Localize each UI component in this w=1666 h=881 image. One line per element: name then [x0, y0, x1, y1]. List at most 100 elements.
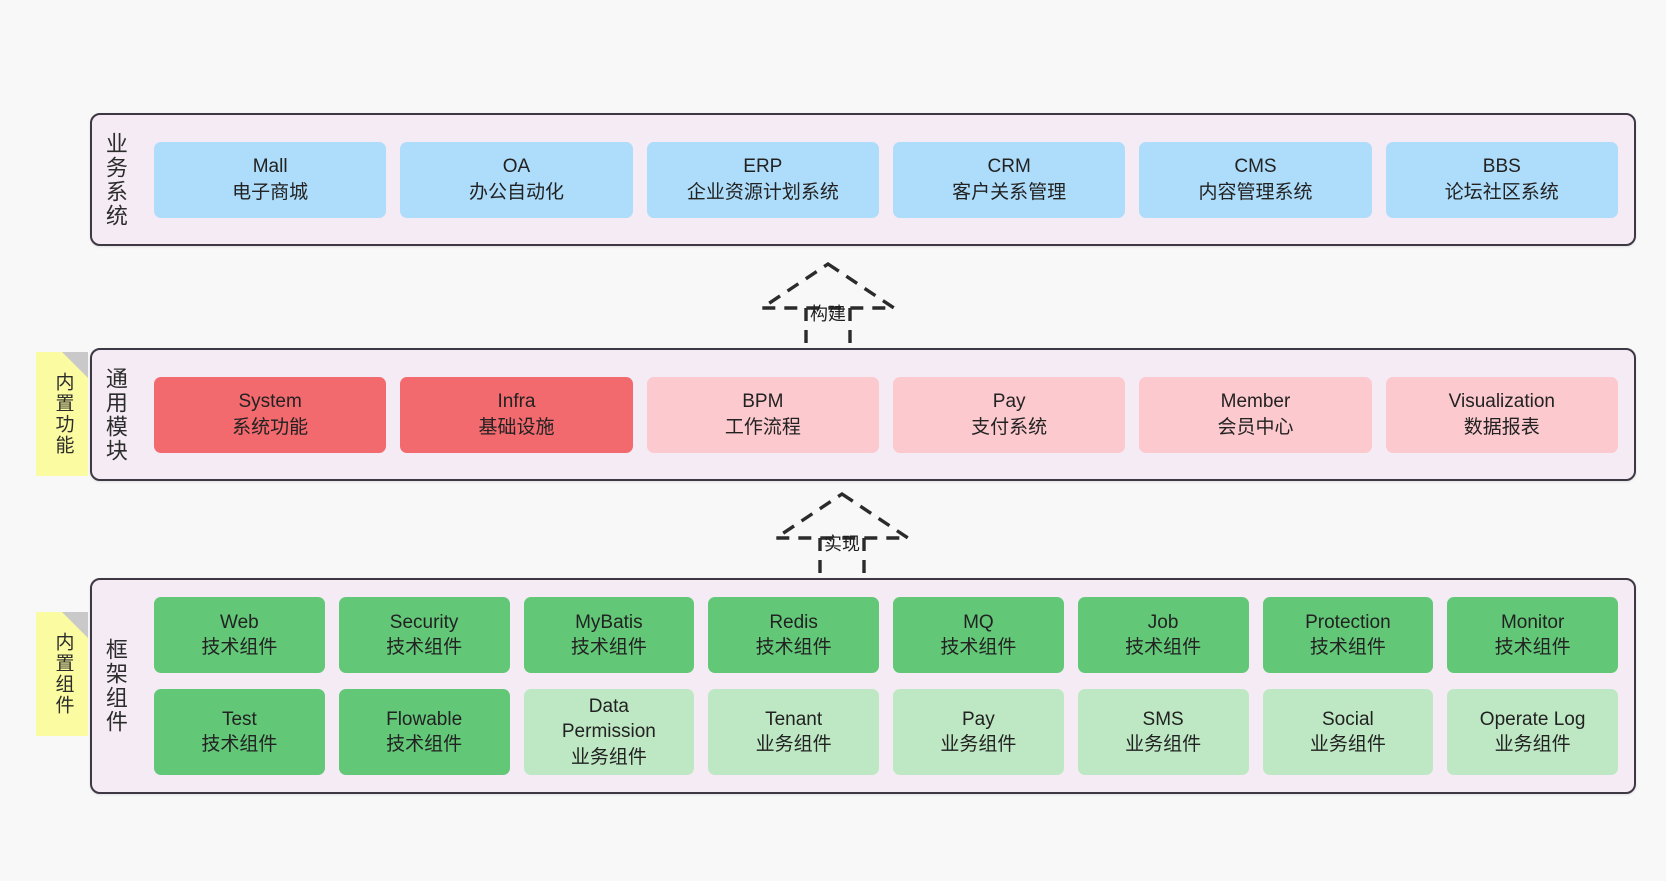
module-card-infra[interactable]: Infra 基础设施	[400, 376, 633, 453]
component-title: Social	[1322, 708, 1374, 730]
component-card-protection[interactable]: Protection 技术组件	[1262, 597, 1434, 673]
component-subtitle: 技术组件	[570, 637, 647, 658]
layer-common-modules: 通用模块 System 系统功能 Infra 基础设施 BPM 工作流程 Pay…	[90, 348, 1636, 481]
component-card-redis[interactable]: Redis 技术组件	[708, 597, 879, 673]
connector-implement: 实现	[770, 490, 914, 574]
component-subtitle: 技术组件	[1309, 637, 1386, 658]
layer-row: Test 技术组件 Flowable 技术组件 Data Permission …	[154, 689, 1618, 775]
layer-body-common-modules: System 系统功能 Infra 基础设施 BPM 工作流程 Pay 支付系统…	[138, 350, 1634, 479]
module-title: Pay	[992, 391, 1026, 413]
layer-row: Web 技术组件 Security 技术组件 MyBatis 技术组件 Redi…	[154, 597, 1618, 673]
module-subtitle: 企业资源计划系统	[686, 181, 839, 203]
module-title: BBS	[1482, 156, 1521, 178]
layer-business-systems: 业务系统 Mall 电子商城 OA 办公自动化 ERP 企业资源计划系统 CRM…	[90, 113, 1636, 246]
component-title: Monitor	[1500, 611, 1565, 633]
component-card-sms[interactable]: SMS 业务组件	[1077, 689, 1249, 775]
component-card-tenant[interactable]: Tenant 业务组件	[708, 689, 879, 775]
component-subtitle: 技术组件	[1125, 637, 1202, 658]
module-card-bpm[interactable]: BPM 工作流程	[646, 376, 879, 453]
module-title: Infra	[497, 391, 536, 413]
connector-label-implement: 实现	[824, 534, 860, 554]
component-card-pay[interactable]: Pay 业务组件	[893, 689, 1064, 775]
module-title: Member	[1220, 391, 1291, 413]
component-subtitle: 业务组件	[570, 746, 647, 768]
component-title: SMS	[1142, 708, 1184, 730]
module-title: ERP	[743, 156, 783, 178]
layer-body-framework-components: Web 技术组件 Security 技术组件 MyBatis 技术组件 Redi…	[138, 580, 1634, 792]
module-card-system[interactable]: System 系统功能	[154, 376, 387, 453]
connector-build: 构建	[756, 260, 900, 344]
component-title: Redis	[769, 611, 818, 633]
module-subtitle: 支付系统	[971, 416, 1048, 438]
component-title: Flowable	[386, 708, 463, 730]
sticky-note-builtin-features: 内置功能	[36, 352, 88, 476]
module-title: BPM	[742, 391, 784, 413]
module-subtitle: 基础设施	[478, 416, 555, 438]
component-subtitle: 技术组件	[201, 734, 278, 755]
component-card-social[interactable]: Social 业务组件	[1262, 689, 1434, 775]
module-subtitle: 论坛社区系统	[1444, 181, 1559, 203]
component-subtitle: 业务组件	[1494, 734, 1571, 755]
component-subtitle: 业务组件	[1125, 734, 1202, 755]
component-subtitle: 技术组件	[201, 637, 278, 658]
module-card-mall[interactable]: Mall 电子商城	[154, 141, 387, 218]
module-card-member[interactable]: Member 会员中心	[1139, 376, 1372, 453]
module-subtitle: 系统功能	[232, 416, 309, 438]
module-card-bbs[interactable]: BBS 论坛社区系统	[1385, 141, 1618, 218]
component-card-mq[interactable]: MQ 技术组件	[893, 597, 1064, 673]
component-card-monitor[interactable]: Monitor 技术组件	[1447, 597, 1618, 673]
component-subtitle: 技术组件	[386, 637, 463, 658]
module-title: CMS	[1234, 156, 1277, 178]
module-title: Mall	[252, 156, 288, 178]
sticky-note-builtin-components: 内置组件	[36, 612, 88, 736]
module-card-oa[interactable]: OA 办公自动化	[400, 141, 633, 218]
module-card-visualization[interactable]: Visualization 数据报表	[1385, 376, 1618, 453]
component-title: Operate Log	[1479, 708, 1586, 730]
component-subtitle: 技术组件	[940, 637, 1017, 658]
component-title: Tenant	[765, 708, 823, 730]
component-subtitle: 业务组件	[1309, 734, 1386, 755]
component-card-web[interactable]: Web 技术组件	[154, 597, 325, 673]
component-subtitle: 技术组件	[1494, 637, 1571, 658]
component-title: MQ	[963, 611, 994, 633]
sticky-note-label: 内置功能	[52, 372, 74, 456]
module-title: Visualization	[1448, 391, 1555, 413]
module-card-cms[interactable]: CMS 内容管理系统	[1139, 141, 1372, 218]
module-subtitle: 客户关系管理	[952, 181, 1067, 203]
layer-row: Mall 电子商城 OA 办公自动化 ERP 企业资源计划系统 CRM 客户关系…	[154, 141, 1618, 218]
generalization-arrow-icon	[770, 491, 914, 574]
component-title: Test	[221, 708, 257, 730]
module-subtitle: 会员中心	[1217, 416, 1294, 438]
component-title: Protection	[1305, 611, 1391, 633]
layer-label-framework-components: 框架组件	[102, 638, 128, 734]
module-title: OA	[502, 156, 531, 178]
layer-body-business-systems: Mall 电子商城 OA 办公自动化 ERP 企业资源计划系统 CRM 客户关系…	[138, 115, 1634, 244]
component-subtitle: 技术组件	[755, 637, 832, 658]
module-card-erp[interactable]: ERP 企业资源计划系统	[646, 141, 879, 218]
module-subtitle: 数据报表	[1463, 416, 1540, 438]
sticky-note-label: 内置组件	[52, 632, 74, 716]
layer-label-business-systems: 业务系统	[102, 131, 128, 228]
component-title: Data Permission	[561, 695, 656, 743]
module-subtitle: 内容管理系统	[1198, 181, 1313, 203]
component-title: Job	[1147, 611, 1179, 633]
component-subtitle: 业务组件	[755, 734, 832, 755]
module-subtitle: 工作流程	[724, 416, 801, 438]
module-card-pay[interactable]: Pay 支付系统	[892, 376, 1126, 453]
component-title: MyBatis	[575, 611, 643, 633]
component-title: Security	[389, 611, 459, 633]
note-fold-corner-icon	[62, 612, 88, 638]
component-card-job[interactable]: Job 技术组件	[1077, 597, 1249, 673]
module-card-crm[interactable]: CRM 客户关系管理	[892, 141, 1126, 218]
component-card-security[interactable]: Security 技术组件	[338, 597, 510, 673]
component-card-data-permission[interactable]: Data Permission 业务组件	[523, 689, 695, 775]
layer-label-common-modules: 通用模块	[102, 366, 128, 463]
component-subtitle: 技术组件	[386, 734, 463, 755]
module-subtitle: 电子商城	[232, 181, 309, 203]
component-card-mybatis[interactable]: MyBatis 技术组件	[523, 597, 695, 673]
module-title: CRM	[987, 156, 1031, 178]
component-card-operate-log[interactable]: Operate Log 业务组件	[1447, 689, 1618, 775]
component-card-flowable[interactable]: Flowable 技术组件	[338, 689, 510, 775]
component-card-test[interactable]: Test 技术组件	[154, 689, 325, 775]
layer-framework-components: 框架组件 Web 技术组件 Security 技术组件 MyBatis 技术组件…	[90, 578, 1636, 794]
